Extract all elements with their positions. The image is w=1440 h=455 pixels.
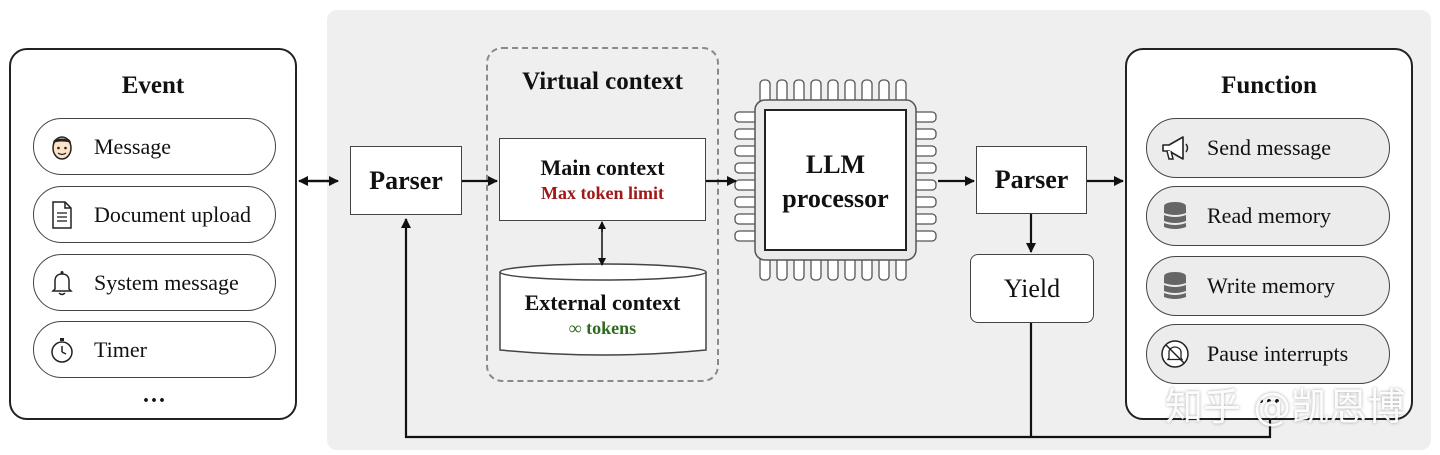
main-context-box: Main context Max token limit	[499, 138, 706, 221]
parser-in-box: Parser	[350, 146, 462, 215]
llm-processor-label: LLM processor	[765, 148, 906, 216]
parser-out-box: Parser	[976, 146, 1087, 214]
event-item-timer[interactable]: Timer	[33, 321, 276, 378]
bell-icon	[46, 267, 78, 299]
function-item-label: Send message	[1207, 135, 1332, 160]
function-item-label: Read memory	[1207, 203, 1332, 228]
chip-icon	[734, 79, 937, 281]
event-item-label: Document upload	[94, 201, 252, 227]
function-item-pause-interrupts[interactable]: Pause interrupts	[1146, 324, 1390, 384]
external-context-title: External context	[524, 290, 681, 315]
external-context-text: External context ∞ tokens	[499, 290, 706, 339]
watermark-text: 知乎 @凯恩博	[1165, 385, 1406, 429]
event-item-system-message[interactable]: System message	[33, 254, 276, 311]
event-item-document-upload[interactable]: Document upload	[33, 186, 276, 243]
event-item-label: Timer	[94, 336, 147, 362]
megaphone-icon	[1159, 132, 1191, 164]
external-context-subtitle: ∞ tokens	[568, 318, 637, 338]
parser-out-label: Parser	[994, 165, 1069, 194]
virtual-context-panel	[486, 47, 719, 382]
function-item-label: Pause interrupts	[1207, 341, 1349, 366]
function-more: ...	[1258, 383, 1282, 409]
parser-in-label: Parser	[369, 165, 443, 195]
llm-label-line2: processor	[782, 184, 889, 213]
yield-box: Yield	[970, 254, 1094, 323]
database-icon	[1159, 270, 1191, 302]
yield-label: Yield	[1003, 273, 1061, 303]
main-context-subtitle: Max token limit	[541, 183, 664, 203]
external-context-cylinder	[499, 263, 707, 356]
virtual-context-title: Virtual context	[522, 68, 683, 95]
event-item-label: Message	[94, 133, 171, 159]
function-item-label: Write memory	[1207, 273, 1336, 298]
function-item-read-memory[interactable]: Read memory	[1146, 186, 1390, 246]
event-more: ...	[143, 382, 167, 408]
function-item-write-memory[interactable]: Write memory	[1146, 256, 1390, 316]
event-title: Event	[121, 72, 185, 99]
llm-label-line1: LLM	[805, 150, 866, 179]
muted-bell-icon	[1159, 338, 1191, 370]
user-face-icon	[46, 131, 78, 163]
function-item-send-message[interactable]: Send message	[1146, 118, 1390, 178]
database-icon	[1159, 200, 1191, 232]
event-item-label: System message	[94, 269, 239, 295]
event-item-message[interactable]: Message	[33, 118, 276, 175]
document-icon	[46, 199, 78, 231]
stopwatch-icon	[46, 334, 78, 366]
main-context-title: Main context	[540, 155, 665, 180]
function-title: Function	[1221, 72, 1317, 99]
